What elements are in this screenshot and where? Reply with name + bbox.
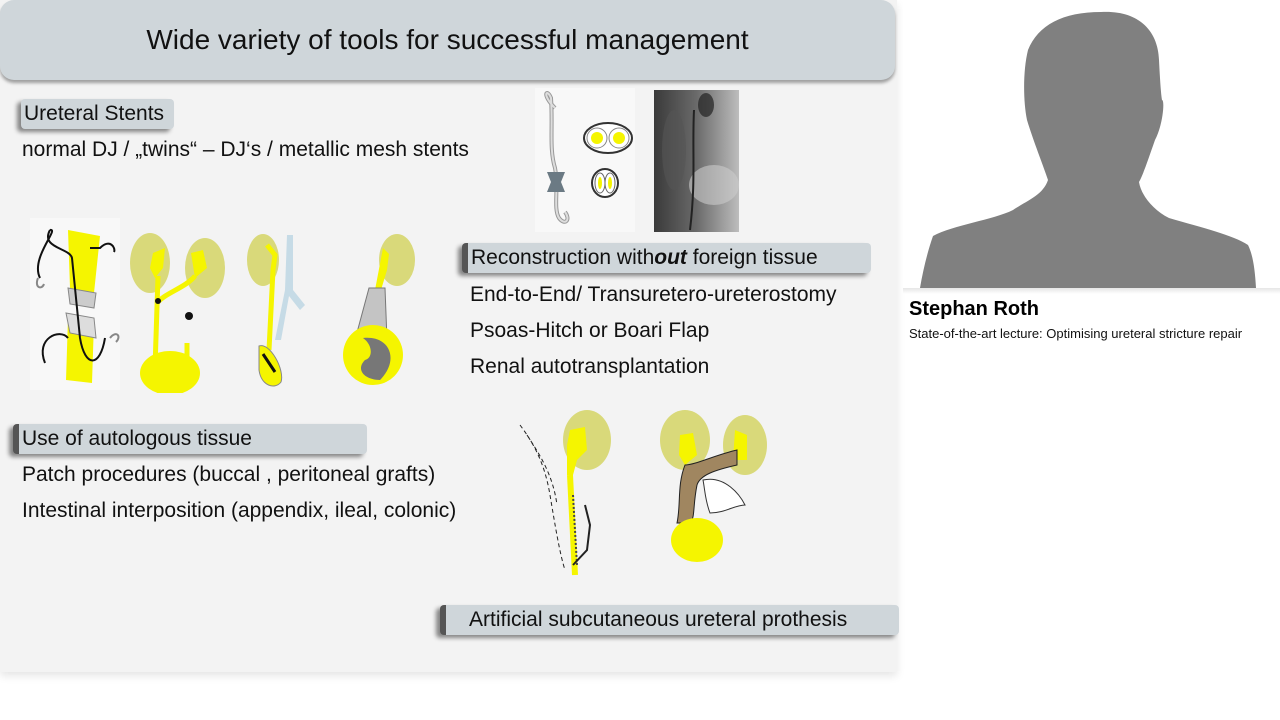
boari-flap bbox=[343, 234, 415, 385]
section-heading-stents: Ureteral Stents bbox=[21, 99, 174, 129]
transuretero-ureterostomy bbox=[130, 233, 225, 393]
reconstruction-item: Renal autotransplantation bbox=[470, 355, 710, 378]
section-heading-autologous: Use of autologous tissue bbox=[13, 424, 367, 454]
divider bbox=[903, 288, 1280, 294]
autologous-item: Intestinal interposition (appendix, ilea… bbox=[22, 499, 457, 522]
talk-title: State-of-the-art lecture: Optimising ure… bbox=[909, 326, 1243, 341]
presentation-slide: Wide variety of tools for successful man… bbox=[0, 0, 899, 672]
person-silhouette-icon bbox=[920, 11, 1256, 288]
end-to-end-anastomosis bbox=[30, 218, 120, 390]
slide-title: Wide variety of tools for successful man… bbox=[0, 0, 895, 80]
psoas-hitch bbox=[247, 234, 305, 387]
autologous-item: Patch procedures (buccal , peritoneal gr… bbox=[22, 463, 436, 486]
section-heading-reconstruction: Reconstruction without foreign tissue bbox=[462, 243, 871, 273]
heading-text: Reconstruction with bbox=[471, 246, 655, 269]
dj-stent-diagram bbox=[535, 88, 635, 232]
buccal-graft-patch bbox=[519, 410, 611, 576]
heading-text: foreign tissue bbox=[686, 246, 818, 269]
heading-emphasis: out bbox=[654, 246, 687, 269]
reconstruction-item: End-to-End/ Transuretero-ureterostomy bbox=[470, 283, 837, 306]
speaker-name: Stephan Roth bbox=[909, 298, 1039, 320]
ureteral-stent-xray bbox=[654, 90, 739, 232]
reconstruction-item: Psoas-Hitch or Boari Flap bbox=[470, 319, 710, 342]
section-heading-prosthesis: Artificial subcutaneous ureteral prothes… bbox=[440, 605, 899, 635]
speaker-video-panel bbox=[903, 0, 1280, 288]
ileal-interposition bbox=[660, 410, 767, 562]
stents-item: normal DJ / „twins“ – DJ‘s / metallic me… bbox=[22, 138, 469, 161]
